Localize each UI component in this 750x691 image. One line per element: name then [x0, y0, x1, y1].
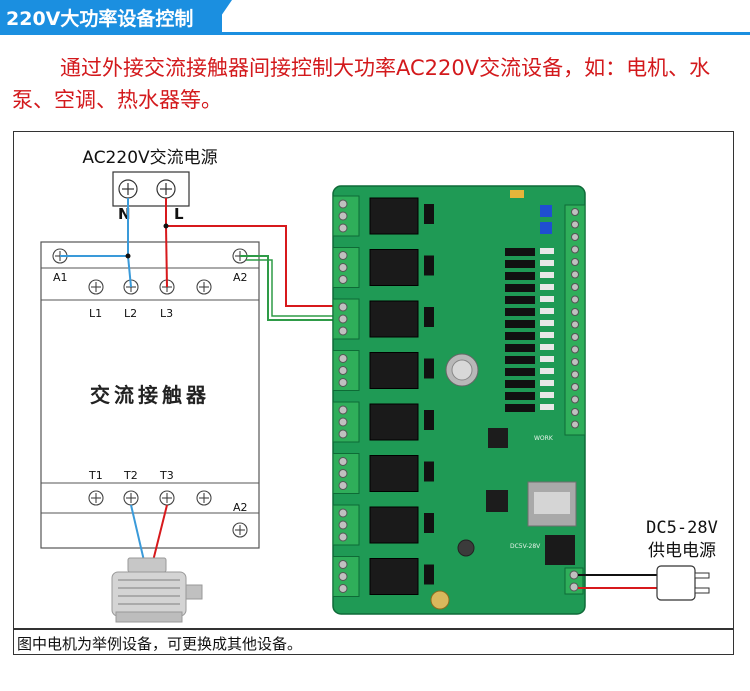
coil-wire-a2-second [246, 259, 337, 317]
relay-board: WORK DC5V-28V [332, 185, 586, 615]
optocoupler [505, 248, 535, 256]
board-silk-work: WORK [534, 435, 554, 442]
label-t1: T1 [88, 469, 103, 482]
relay-terminal-column [332, 195, 360, 597]
optocoupler [505, 320, 535, 328]
live-label: L [174, 205, 184, 223]
neutral-to-l2-wire [127, 255, 132, 288]
optocoupler [505, 404, 535, 412]
terminal-t2-screw [123, 490, 139, 506]
optocoupler [505, 260, 535, 268]
optocoupler [505, 344, 535, 352]
label-a2-top: A2 [233, 271, 248, 284]
optocoupler [505, 308, 535, 316]
terminal-aux-right-top [196, 279, 212, 295]
relay [369, 455, 419, 492]
optocoupler [505, 392, 535, 400]
header-underline [0, 32, 750, 35]
board-silk-dc: DC5V-28V [510, 543, 541, 550]
relay [369, 249, 419, 286]
label-l2: L2 [124, 307, 137, 320]
dc-supply-label: 供电电源 [648, 541, 716, 561]
relay [369, 197, 419, 235]
footer-divider [13, 628, 734, 630]
ac-terminal-l [156, 179, 176, 199]
relay [369, 506, 419, 544]
terminal-aux-right-bottom [196, 490, 212, 506]
motor-icon [111, 557, 203, 623]
mcu-chip [488, 428, 508, 448]
power-plug-icon [656, 565, 710, 601]
label-l1: L1 [89, 307, 102, 320]
label-t2: T2 [123, 469, 138, 482]
ethernet-chip [486, 490, 508, 512]
contactor-label: 交流接触器 [90, 383, 210, 407]
header-tab [0, 0, 222, 32]
coil-wire-a2 [240, 255, 337, 321]
terminal-t3-screw [159, 490, 175, 506]
ac-terminal-n [118, 179, 138, 199]
capacitor [457, 539, 475, 557]
diagram-frame [13, 131, 734, 655]
live-junction [163, 223, 169, 229]
intro-text: 通过外接交流接触器间接控制大功率AC220V交流设备，如：电机、水泵、空调、热水… [12, 56, 711, 112]
dc-power-jack [545, 535, 575, 565]
optocoupler-column [505, 248, 554, 412]
capacitor [430, 590, 450, 610]
section-title: 220V大功率设备控制 [6, 8, 194, 30]
motor-wire-red [151, 504, 168, 566]
relay-column [369, 197, 434, 595]
terminal-a2-bottom-screw [232, 522, 248, 538]
optocoupler [505, 284, 535, 292]
label-a2-bottom: A2 [233, 501, 248, 514]
terminal-t1-screw [88, 490, 104, 506]
potentiometer [540, 222, 552, 234]
motor-wire-blue [130, 504, 146, 566]
relay [369, 352, 419, 389]
section-header: 220V大功率设备控制 [0, 0, 750, 36]
optocoupler [505, 356, 535, 364]
dc-voltage-label: DC5-28V [646, 518, 718, 538]
relay [369, 558, 419, 595]
terminal-aux-left-top [88, 279, 104, 295]
relay [369, 300, 419, 338]
ac-source-label: AC220V交流电源 [82, 148, 217, 168]
optocoupler [505, 380, 535, 388]
relay [369, 403, 419, 441]
footer-note: 图中电机为举例设备，可更换成其他设备。 [17, 635, 303, 653]
label-a1: A1 [53, 271, 68, 284]
optocoupler [505, 296, 535, 304]
label-t3: T3 [159, 469, 174, 482]
live-wire-to-relay [165, 198, 337, 307]
optocoupler [505, 332, 535, 340]
neutral-junction [125, 253, 131, 259]
contactor: 交流接触器 [40, 241, 260, 549]
label-l3: L3 [160, 307, 173, 320]
input-terminal-strip [564, 204, 586, 436]
live-to-l3-wire [165, 225, 168, 288]
potentiometer [540, 205, 552, 217]
optocoupler [505, 368, 535, 376]
optocoupler [505, 272, 535, 280]
